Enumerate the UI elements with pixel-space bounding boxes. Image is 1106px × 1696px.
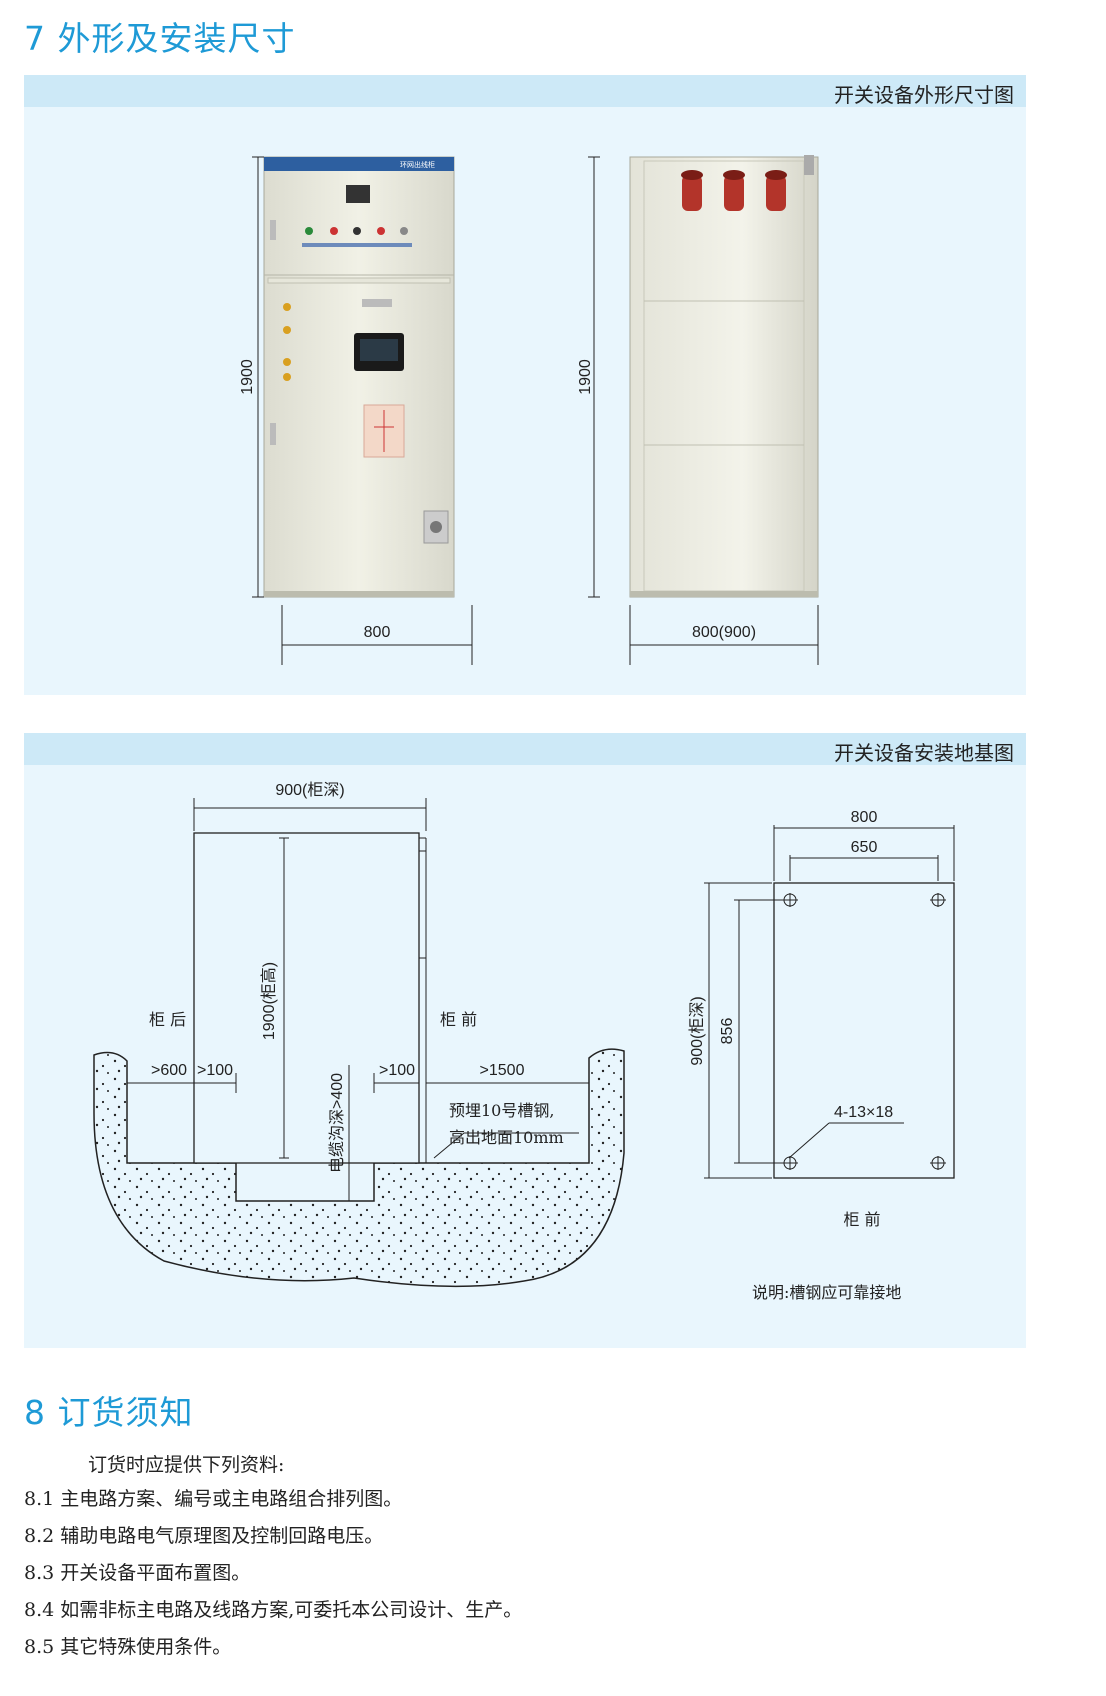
channel-steel-note-2: 高出地面10mm xyxy=(449,1128,564,1147)
section-7-title: 7 外形及安装尺寸 xyxy=(24,19,296,58)
concrete-foundation xyxy=(93,1048,625,1288)
front-cabinet-dimensions xyxy=(252,156,473,665)
trench-depth-dim: 电缆沟深>400 xyxy=(328,1073,346,1173)
panel-header-band: 开关设备外形尺寸图 xyxy=(24,75,1026,107)
grounding-note: 说明:槽钢应可靠接地 xyxy=(752,1283,901,1302)
outline-dimension-panel: 开关设备外形尺寸图 环网出线柜 xyxy=(24,75,1026,695)
cabinet-outline-drawing: 环网出线柜 xyxy=(239,155,819,665)
foundation-height-dim: 1900(柜高) xyxy=(260,962,278,1040)
list-item: 8.2 辅助电路电气原理图及控制回路电压。 xyxy=(24,1525,384,1547)
front-side-label: 柜 前 xyxy=(440,1010,477,1029)
foundation-plan-outline xyxy=(773,882,955,1179)
anchor-holes xyxy=(782,893,946,1170)
plan-hole-spec: 4-13×18 xyxy=(834,1104,893,1121)
rear-height-dim: 1900 xyxy=(577,359,594,395)
cabinet-side-outline xyxy=(193,832,420,1164)
foundation-depth-dim: 900(柜深) xyxy=(275,781,344,799)
foundation-drawing: 900(柜深) 1900(柜高) 柜 后 柜 前 >600 >100 >100 … xyxy=(93,781,955,1302)
foundation-panel: 开关设备安装地基图 xyxy=(24,733,1026,1348)
rear-clearance-600: >600 xyxy=(151,1062,187,1079)
channel-steel-note-1: 预埋10号槽钢, xyxy=(449,1101,554,1120)
front-cabinet-photo: 环网出线柜 xyxy=(263,156,455,598)
front-width-dim: 800 xyxy=(364,624,391,641)
outline-panel-label: 开关设备外形尺寸图 xyxy=(834,83,1014,107)
foundation-panel-label: 开关设备安装地基图 xyxy=(834,741,1014,765)
front-clearance-100: >100 xyxy=(379,1062,415,1079)
front-clearance-1500: >1500 xyxy=(480,1062,525,1079)
section-8-title: 8 订货须知 xyxy=(24,1393,194,1432)
list-item: 8.5 其它特殊使用条件。 xyxy=(24,1636,232,1658)
rear-width-dim: 800(900) xyxy=(692,624,756,641)
order-intro: 订货时应提供下列资料: xyxy=(88,1454,285,1476)
plan-depth: 900(柜深) xyxy=(688,996,706,1065)
front-height-dim: 1900 xyxy=(239,359,256,395)
rear-clearance-100: >100 xyxy=(197,1062,233,1079)
plan-front-label: 柜 前 xyxy=(843,1210,880,1229)
rear-side-label: 柜 后 xyxy=(149,1010,186,1029)
cabinet-nameplate: 环网出线柜 xyxy=(400,160,435,169)
rear-cabinet-dimensions xyxy=(588,156,819,665)
order-requirements-list: 8.1 主电路方案、编号或主电路组合排列图。 8.2 辅助电路电气原理图及控制回… xyxy=(24,1484,522,1669)
plan-inner-width: 650 xyxy=(851,839,878,856)
list-item: 8.1 主电路方案、编号或主电路组合排列图。 xyxy=(24,1488,403,1510)
plan-inner-depth: 856 xyxy=(719,1018,736,1045)
plan-outer-width: 800 xyxy=(851,809,878,826)
rear-cabinet-photo xyxy=(629,155,819,598)
list-item: 8.3 开关设备平面布置图。 xyxy=(24,1562,251,1584)
list-item: 8.4 如需非标主电路及线路方案,可委托本公司设计、生产。 xyxy=(24,1599,523,1621)
panel-header-band: 开关设备安装地基图 xyxy=(24,733,1026,765)
